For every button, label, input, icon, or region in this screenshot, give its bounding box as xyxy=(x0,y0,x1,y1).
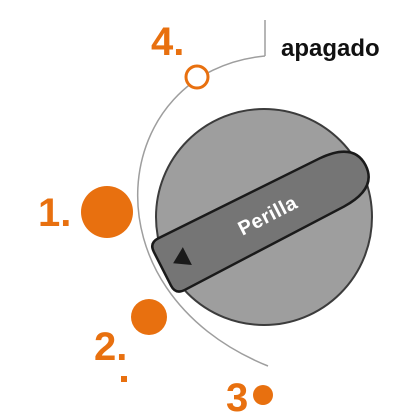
position-2-marker xyxy=(131,299,167,335)
step-1-label: 1. xyxy=(38,191,71,235)
position-4-marker xyxy=(186,66,208,88)
state-label: apagado xyxy=(281,35,380,62)
step-2-label: 2. xyxy=(94,325,127,369)
small-dot xyxy=(121,376,127,382)
step-3-label: 3 xyxy=(226,376,248,412)
step-4-label: 4. xyxy=(151,20,184,64)
position-3-marker xyxy=(253,385,273,405)
position-1-marker xyxy=(81,186,133,238)
